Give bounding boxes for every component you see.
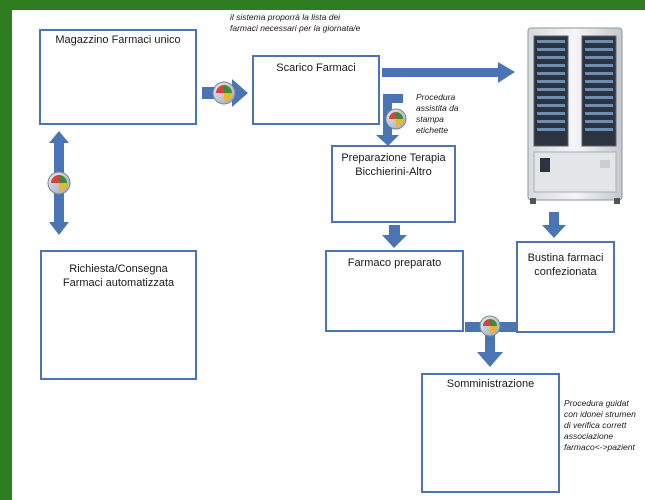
node-scarico: Scarico Farmaci — [252, 55, 380, 125]
node-richiesta-title-line1: Richiesta/Consegna — [69, 263, 168, 275]
node-richiesta-title-line2: Farmaci automatizzata — [62, 277, 175, 289]
link-badge-icon — [47, 171, 71, 195]
link-badge-icon — [479, 315, 501, 337]
note-system-list-line2: farmaci necessari per la giornata/e — [230, 23, 361, 33]
note-guided-line3: di verifica corrett — [564, 420, 627, 430]
link-badge-icon — [212, 81, 236, 105]
node-preparazione: Preparazione Terapia Bicchierini-Altro — [331, 145, 456, 223]
link-badge-icon — [385, 108, 407, 130]
note-guided-line4: associazione — [564, 431, 614, 441]
note-label-print-line1: Procedura — [416, 92, 456, 102]
arrow-scarico-to-robot — [382, 62, 515, 83]
node-somministrazione-title: Somministrazione — [446, 378, 535, 390]
note-system-list: il sistema proporrà la lista dei farmaci… — [230, 12, 410, 34]
note-label-print: Procedura assistita da stampa etichette — [416, 92, 486, 136]
note-guided-line1: Procedura guidat — [564, 398, 629, 408]
node-preparazione-title-line2: Bicchierini-Altro — [355, 166, 432, 178]
note-guided-line2: con idonei strumen — [564, 409, 636, 419]
node-bustina-title-line1: Bustina farmaci — [527, 252, 604, 264]
node-farmaco-preparato: Farmaco preparato — [325, 250, 464, 332]
node-bustina-title-line2: confezionata — [534, 266, 597, 278]
node-magazzino: Magazzino Farmaci unico — [39, 29, 197, 125]
node-magazzino-title: Magazzino Farmaci unico — [55, 34, 181, 46]
note-system-list-line1: il sistema proporrà la lista dei — [230, 12, 341, 22]
robot-dispenser-image — [527, 27, 623, 204]
node-richiesta: Richiesta/Consegna Farmaci automatizzata — [40, 250, 197, 380]
note-label-print-line4: etichette — [416, 125, 449, 135]
node-farmaco-preparato-title: Farmaco preparato — [347, 257, 442, 269]
node-scarico-title: Scarico Farmaci — [276, 62, 356, 74]
note-guided-line5: farmaco<->pazient — [564, 442, 635, 452]
node-somministrazione: Somministrazione — [421, 373, 560, 493]
arrow-robot-to-bustina — [542, 212, 566, 238]
note-label-print-line2: assistita da — [416, 103, 459, 113]
node-preparazione-title-line1: Preparazione Terapia — [341, 152, 446, 164]
arrow-preparazione-to-farmaco — [382, 225, 407, 248]
note-guided-procedure: Procedura guidat con idonei strumen di v… — [564, 398, 645, 453]
node-bustina: Bustina farmaci confezionata — [516, 241, 615, 333]
note-label-print-line3: stampa — [416, 114, 444, 124]
